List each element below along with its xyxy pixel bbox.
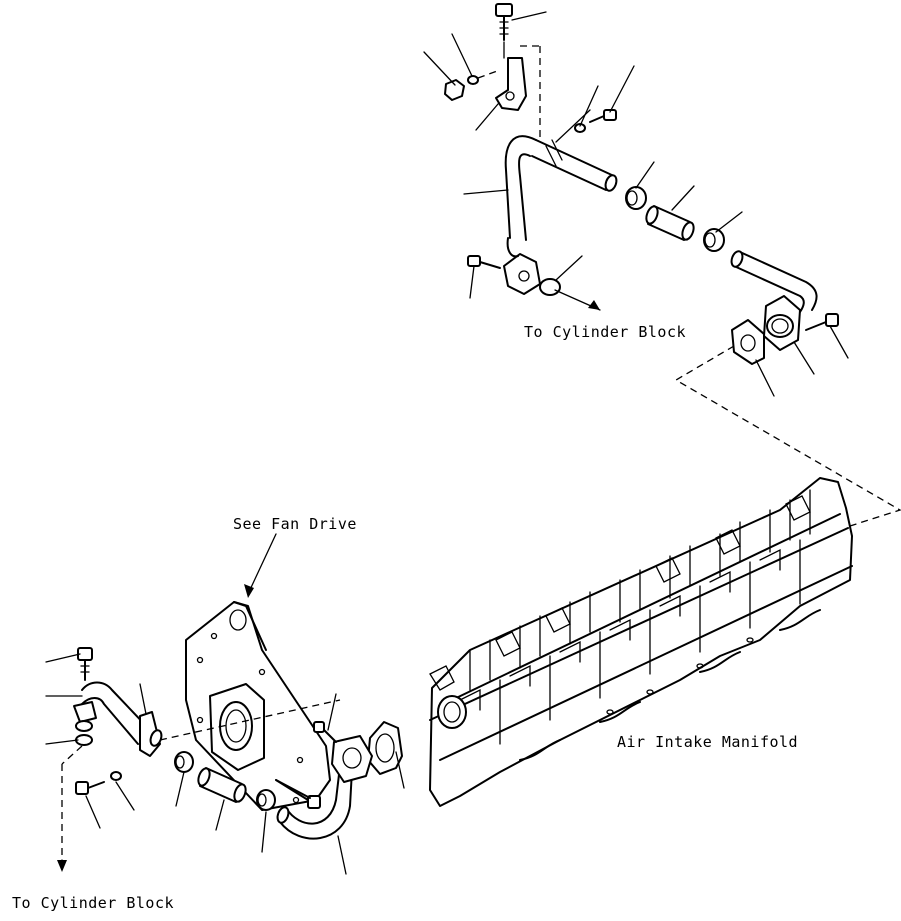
- hose-clamp-2: [703, 228, 725, 252]
- flange-gasket: [731, 319, 765, 365]
- lower-assembly: [45, 647, 373, 875]
- air-intake-manifold: [429, 477, 853, 807]
- rubber-hose: [645, 205, 695, 241]
- pipe-flange: [763, 295, 801, 351]
- o-ring: [539, 278, 561, 296]
- hose-clamp-1: [625, 186, 647, 210]
- flange-bolt-right: [805, 313, 839, 331]
- bolt-and-washer-right: [574, 109, 617, 133]
- label-air-intake-manifold: Air Intake Manifold: [617, 733, 798, 751]
- water-tube-upper: [504, 135, 618, 241]
- pipe-bracket: [495, 57, 527, 111]
- label-to-cylinder-block-bottom: To Cylinder Block: [12, 894, 174, 912]
- label-to-cylinder-block-top: To Cylinder Block: [524, 323, 686, 341]
- nut-and-washer: [444, 69, 501, 101]
- top-bolt: [495, 3, 513, 59]
- label-see-fan-drive: See Fan Drive: [233, 515, 357, 533]
- upper-assembly: [423, 3, 849, 397]
- flange-bolt: [467, 255, 501, 269]
- manifold-gasket: [367, 721, 403, 775]
- elbow-pipe: [730, 250, 818, 313]
- tube-flange: [503, 253, 541, 295]
- fan-drive-bracket: [185, 601, 331, 811]
- leader-lines-top: [423, 11, 849, 397]
